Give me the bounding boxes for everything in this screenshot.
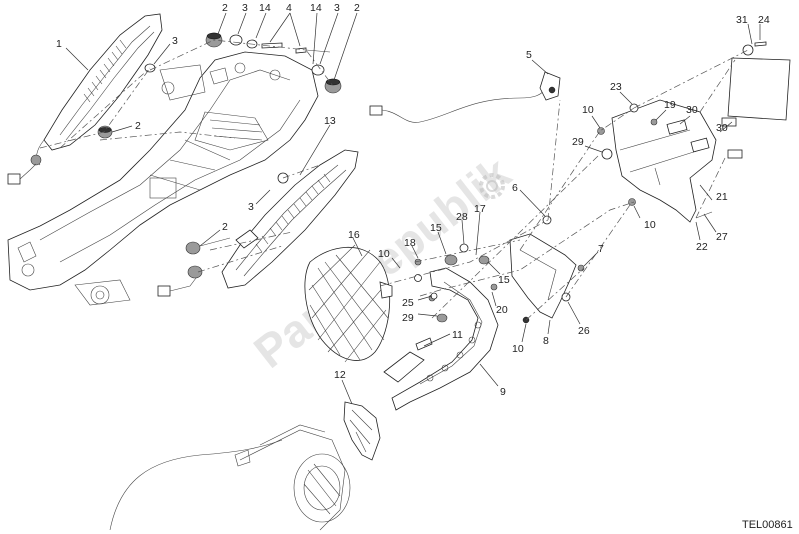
drawing-code: TEL00861	[742, 519, 793, 531]
callout-13: 13	[324, 115, 336, 127]
callout-14: 14	[310, 2, 322, 14]
heat-shield	[343, 401, 381, 461]
assembly-lines	[39, 39, 749, 321]
leader-lines	[65, 12, 761, 405]
callout-18: 18	[404, 237, 416, 249]
callout-1: 1	[56, 38, 62, 50]
callout-30: 30	[686, 104, 698, 116]
callout-27: 27	[716, 231, 728, 243]
callout-10: 10	[582, 104, 594, 116]
frame-grommets	[97, 32, 342, 297]
callout-2: 2	[222, 2, 228, 14]
rear-subframe	[7, 51, 319, 306]
callout-3: 3	[248, 201, 254, 213]
connector-icon	[7, 173, 21, 185]
callout-20: 20	[496, 304, 508, 316]
callout-labels: 1 2 3 14 4 14 3 2 3 2 13 3 2 5 31 24 23 …	[56, 2, 770, 398]
gear-watermark-icon	[479, 173, 505, 199]
wiring-harness	[369, 71, 561, 123]
left-tail-light-assembly	[7, 13, 163, 185]
callout-9: 9	[500, 386, 506, 398]
callout-14: 14	[259, 2, 271, 14]
grommet-icon	[30, 154, 42, 166]
callout-2: 2	[135, 120, 141, 132]
callout-6: 6	[512, 182, 518, 194]
callout-31: 31	[736, 14, 748, 26]
callout-24: 24	[758, 14, 770, 26]
callout-23: 23	[610, 81, 622, 93]
callout-3: 3	[242, 2, 248, 14]
callout-8: 8	[543, 335, 549, 347]
callout-30: 30	[716, 122, 728, 134]
callout-21: 21	[716, 191, 728, 203]
callout-10: 10	[512, 343, 524, 355]
callout-10: 10	[378, 248, 390, 260]
callout-22: 22	[696, 241, 708, 253]
callout-3: 3	[334, 2, 340, 14]
callout-15: 15	[498, 274, 510, 286]
callout-29: 29	[572, 136, 584, 148]
callout-7: 7	[598, 243, 604, 255]
exhaust-outline	[109, 424, 351, 531]
callout-12: 12	[334, 369, 346, 381]
right-tail-light-assembly	[221, 149, 359, 289]
callout-28: 28	[456, 211, 468, 223]
license-plate	[727, 41, 791, 121]
callout-29: 29	[402, 312, 414, 324]
callout-17: 17	[474, 203, 486, 215]
reflector-bracket	[509, 215, 585, 324]
callout-2: 2	[222, 221, 228, 233]
callout-15: 15	[430, 222, 442, 234]
callout-2: 2	[354, 2, 360, 14]
callout-25: 25	[402, 297, 414, 309]
callout-16: 16	[348, 229, 360, 241]
callout-11: 11	[452, 329, 463, 341]
callout-19: 19	[664, 99, 676, 111]
callout-4: 4	[286, 2, 292, 14]
callout-3: 3	[172, 35, 178, 47]
mudguard-bracket	[383, 267, 499, 411]
rear-lamp-cage	[304, 244, 393, 363]
callout-26: 26	[578, 325, 590, 337]
callout-5: 5	[526, 49, 532, 61]
callout-10: 10	[644, 219, 656, 231]
license-plate-holder	[597, 99, 743, 223]
